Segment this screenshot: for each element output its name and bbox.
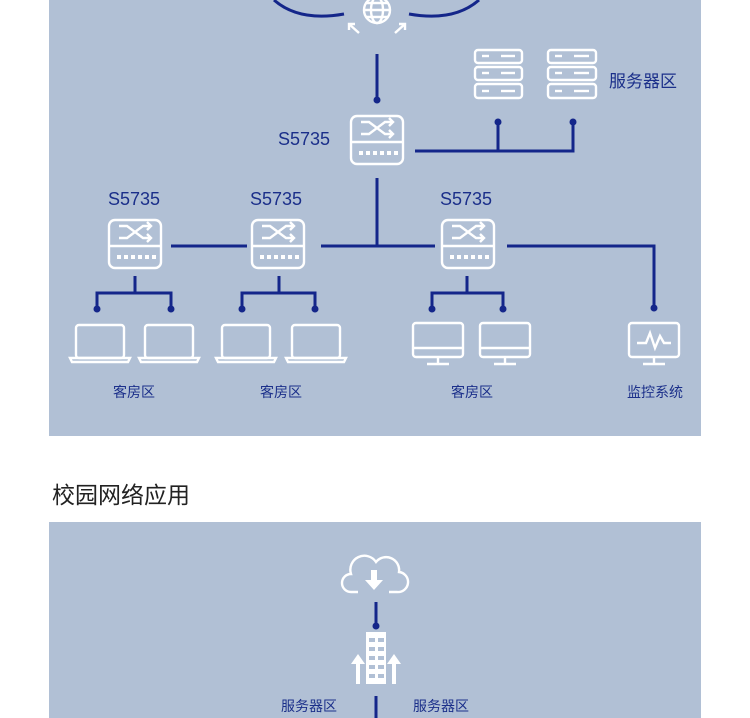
guest-zone-label: 客房区 (451, 385, 493, 401)
internet-arc-left (273, 0, 345, 18)
internet-arc-right (408, 0, 480, 18)
cloud-arrow-icon (340, 554, 410, 594)
monitor-icon (478, 321, 532, 366)
campus-section-title: 校园网络应用 (52, 483, 190, 509)
connection-dots (93, 96, 658, 313)
laptop-icon (214, 323, 278, 364)
globe-icon (347, 0, 407, 34)
line-sw3-monitor (507, 244, 656, 306)
firewall-icon (351, 632, 401, 684)
server-icon (473, 48, 524, 100)
core-switch-icon (349, 114, 405, 166)
laptop-icon (284, 323, 348, 364)
server-icon (546, 48, 598, 100)
network-topology-svg (68, 0, 681, 366)
server-zone-left-label: 服务器区 (281, 699, 337, 715)
access-switch-model-label: S5735 (440, 189, 493, 209)
access-switch-model-label: S5735 (250, 189, 303, 209)
server-zone-label: 服务器区 (609, 72, 677, 92)
access-switch-icon (440, 218, 496, 270)
access-switch-icon (107, 218, 163, 270)
laptop-icon (137, 323, 201, 364)
core-switch-model-label: S5735 (278, 129, 331, 149)
access-switch-icon (250, 218, 306, 270)
guest-zone-label: 客房区 (113, 385, 155, 401)
server-zone-right-label: 服务器区 (413, 699, 469, 715)
monitor-icon (411, 321, 465, 366)
guest-zone-label: 客房区 (260, 385, 302, 401)
surveillance-monitor-icon (627, 321, 681, 366)
bracket-sw1 (95, 291, 173, 309)
campus-network-diagram: 服务器区 服务器区 (49, 522, 701, 718)
monitoring-label: 监控系统 (627, 385, 683, 401)
line-core-servers (415, 122, 575, 153)
connection-lines (95, 0, 656, 309)
bracket-sw3 (430, 291, 505, 309)
campus-topology-svg (340, 554, 410, 718)
hotel-network-diagram: S5735 S5735 S5735 S5735 服务器区 客房区 客房区 客房区… (49, 0, 701, 436)
bracket-sw2 (240, 291, 317, 309)
laptop-icon (68, 323, 132, 364)
download-arrow (365, 570, 383, 590)
access-switch-model-label: S5735 (108, 189, 161, 209)
